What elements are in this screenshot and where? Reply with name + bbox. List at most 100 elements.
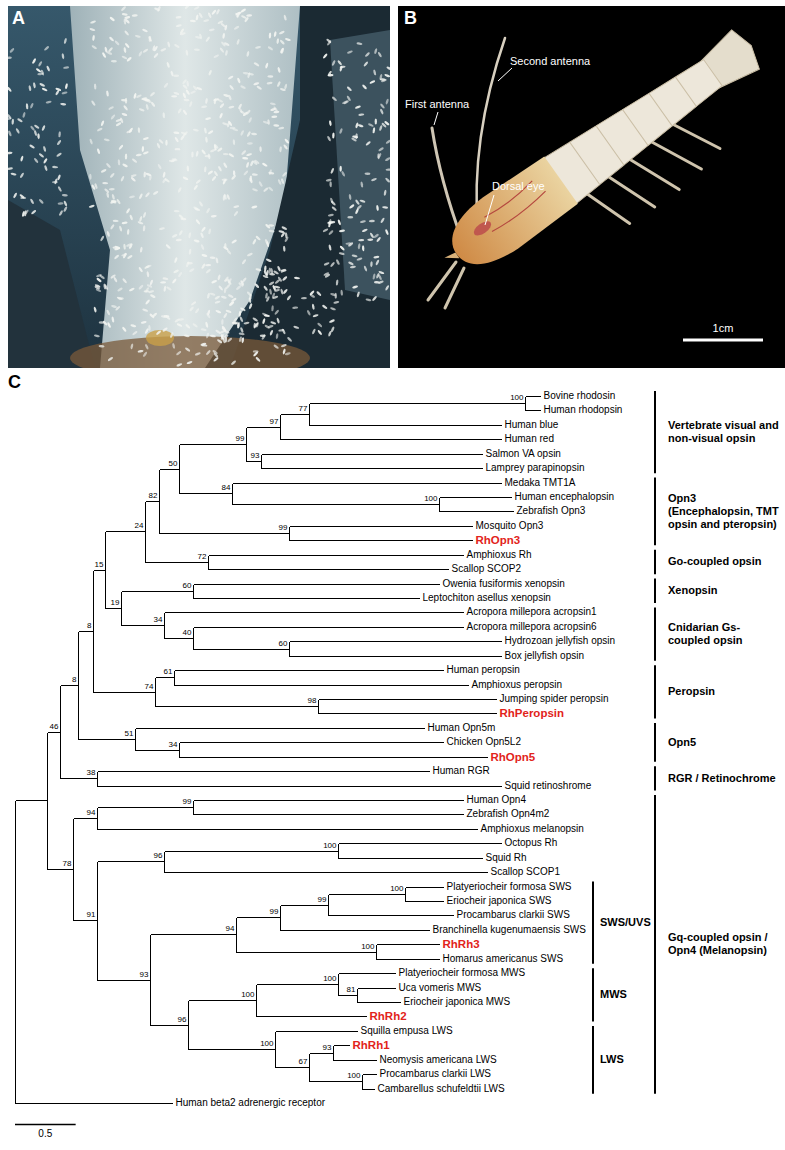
shrimp [316,291,322,297]
bootstrap-value: 24 [135,521,144,530]
shrimp [273,124,279,127]
taxon-label: Platyeriocheir formosa MWS [399,967,526,979]
shrimp [191,152,193,158]
shrimp [145,299,151,305]
shrimp [275,333,278,339]
shrimp [385,177,390,183]
shrimp [246,153,252,157]
shrimp [266,241,270,247]
shrimp [279,47,284,53]
clade-bracket [654,478,656,546]
shrimp [328,244,332,250]
tree-branch [122,591,194,592]
bootstrap-value: 77 [299,404,308,413]
shrimp [370,261,373,267]
shrimp [193,184,198,190]
shrimp [227,279,232,285]
clade-bracket [654,579,656,603]
taxon-label: Human Opn4 [467,794,526,806]
shrimp [122,326,128,332]
shrimp [28,85,32,91]
shrimp [240,327,244,333]
bootstrap-value: 84 [222,483,231,492]
taxon-label: Branchinella kugenumaensis SWS [433,924,586,936]
shrimp [327,70,332,76]
shrimp [15,128,20,134]
shrimp [274,309,280,315]
shrimp [219,103,225,109]
shrimp [207,309,211,315]
tree-branch [194,814,464,815]
shrimp [122,13,128,16]
shrimp [193,206,199,211]
shrimp [159,227,165,230]
shrimp [56,139,61,145]
shrimp [133,93,137,99]
bootstrap-value: 72 [198,552,207,561]
shrimp [176,323,182,328]
shrimp [347,50,353,54]
shrimp [362,228,368,232]
shrimp [89,138,93,144]
shrimp [230,360,236,366]
shrimp [364,172,370,174]
sediment [70,336,310,368]
shrimp [137,221,143,225]
shrimp [282,171,288,177]
shrimp [177,187,182,193]
shrimp [239,316,244,322]
shrimp [373,233,379,238]
tree-branch [526,410,541,411]
shrimp [194,308,199,314]
bootstrap-value: 34 [169,740,178,749]
shrimp [279,146,282,152]
shrimp [104,284,109,290]
shrimp [143,151,149,155]
tree-branch [194,800,464,801]
shrimp [330,200,336,206]
clade-label: Opn3 (Encephalopsin, TMT opsin and ptero… [668,492,782,531]
shrimp [122,221,128,224]
bootstrap-value: 19 [111,598,120,607]
shrimp [205,268,211,274]
shrimp [130,176,136,182]
shrimp [267,75,273,77]
bootstrap-value: 99 [318,895,327,904]
shrimp [107,356,113,361]
taxon-label: Uca vomeris MWS [399,982,482,994]
shrimp [205,264,211,267]
tree-branch [159,470,160,534]
shrimp [195,151,199,157]
shrimp [253,62,259,67]
taxon-label: Human RGR [433,765,490,777]
shrimp [282,276,288,282]
shrimp [205,36,210,42]
shrimp [357,243,360,249]
shrimp [355,133,358,139]
shrimp [213,170,218,176]
shrimp [265,293,268,299]
tree-branch [106,608,122,609]
shrimp [118,159,121,165]
tree-branch [180,493,233,494]
shrimp [225,50,229,56]
panel-letter: A [12,8,25,28]
shrimp [312,314,318,318]
shrimp [144,287,149,293]
shrimp [241,277,247,283]
shrimp [269,289,273,295]
shrimp [178,214,184,220]
shrimp [342,100,348,105]
shrimp [217,274,221,280]
tree-branch [160,533,290,534]
shrimp [104,188,110,194]
tree-branch [78,632,79,740]
tree-branch [363,1089,375,1090]
shrimp [322,304,328,309]
tree-branch [122,625,165,626]
shrimp [377,153,382,159]
shrimp [44,165,48,171]
shrimp [252,239,257,245]
shrimp [22,112,26,118]
shrimp [228,294,234,299]
